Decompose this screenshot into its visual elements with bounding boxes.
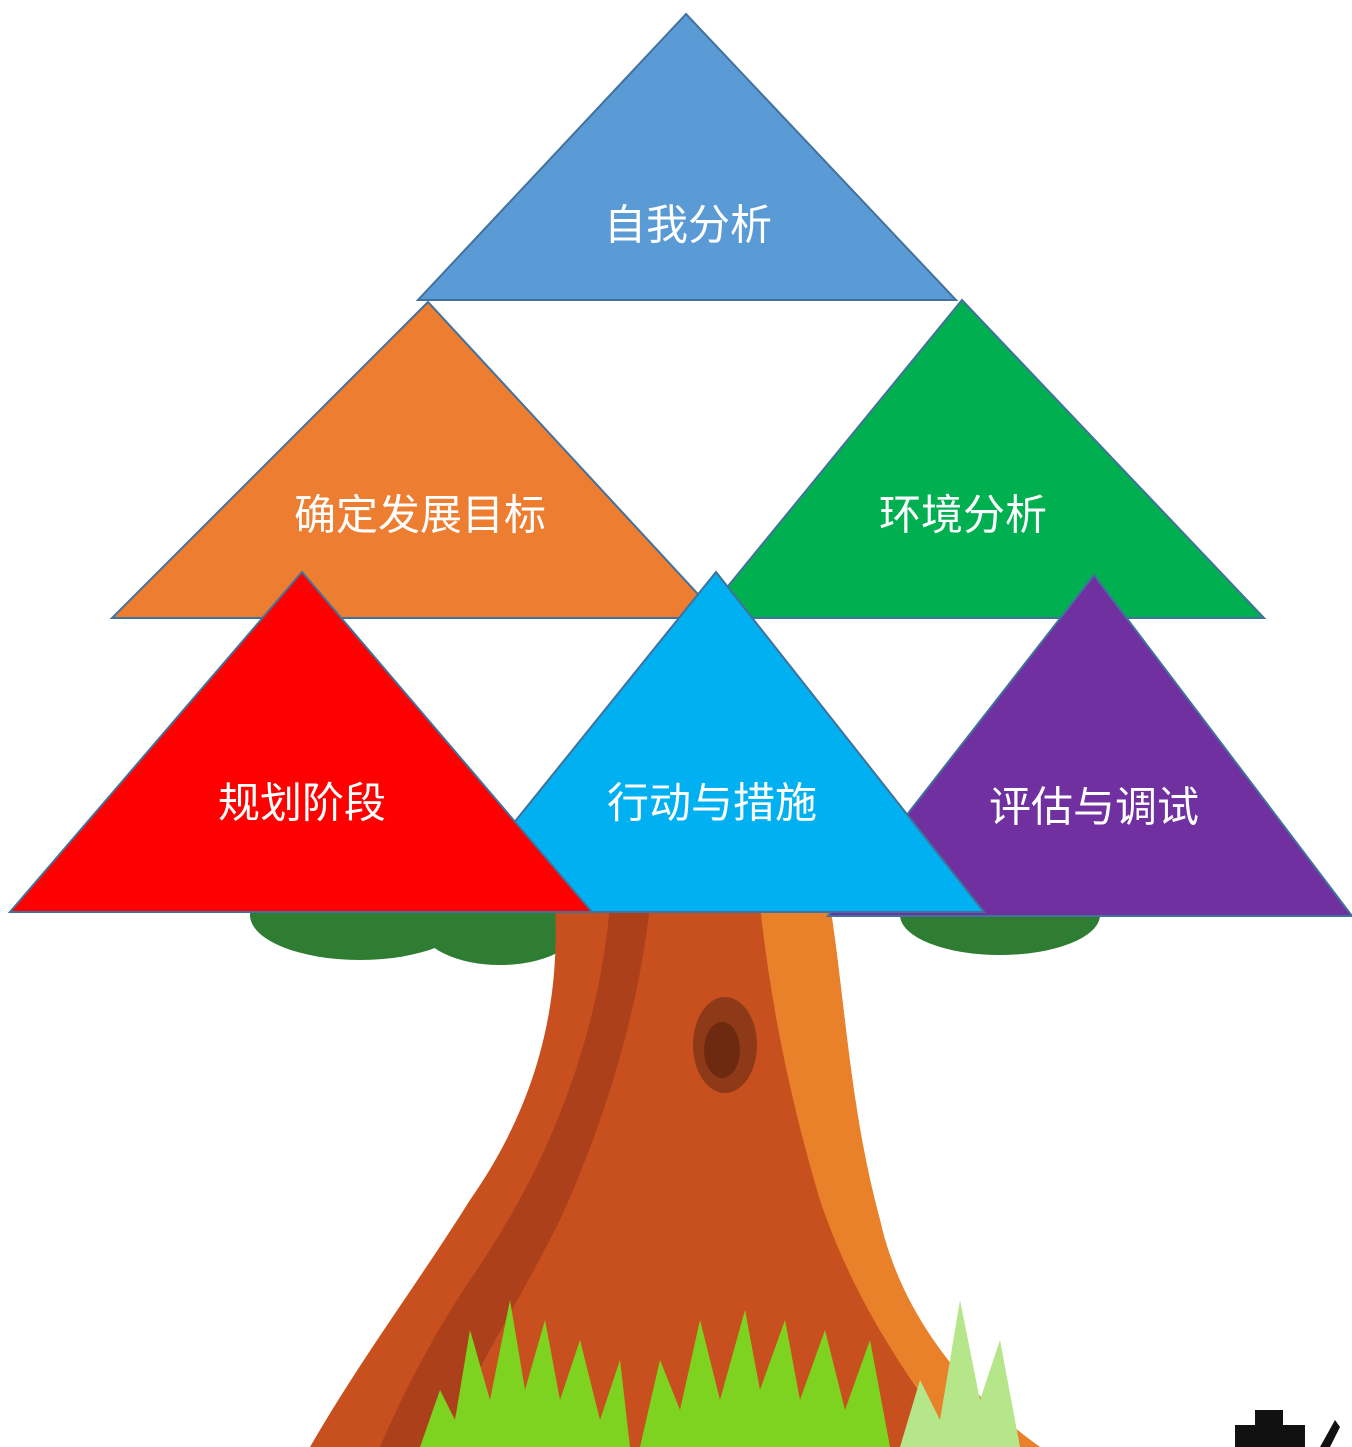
triangle-set-goals: 确定发展目标: [109, 300, 723, 619]
tree-knot-inner: [704, 1022, 740, 1078]
tree-trunk-shadow: [380, 905, 650, 1447]
person-silhouette-icon: [1235, 1410, 1340, 1447]
triangle-evaluate-adjust: 评估与调试: [825, 573, 1352, 917]
triangle-actions-measures: 行动与措施: [439, 570, 987, 913]
label-self-analysis: 自我分析: [604, 201, 772, 250]
label-environment-analysis: 环境分析: [879, 491, 1047, 540]
triangle-self-analysis: 自我分析: [415, 12, 959, 301]
label-evaluate-adjust: 评估与调试: [989, 783, 1199, 832]
grass-mid: [640, 1310, 890, 1447]
tree-illustration: [250, 870, 1340, 1447]
triangle-environment-analysis: 环境分析: [699, 298, 1267, 619]
grass-right: [900, 1300, 1020, 1447]
grass-left: [420, 1300, 630, 1447]
label-set-goals: 确定发展目标: [294, 491, 546, 540]
triangle-planning-stage: 规划阶段: [7, 570, 595, 913]
tree-trunk-highlight: [760, 905, 1040, 1447]
label-planning-stage: 规划阶段: [218, 779, 386, 828]
label-actions-measures: 行动与措施: [607, 779, 817, 828]
